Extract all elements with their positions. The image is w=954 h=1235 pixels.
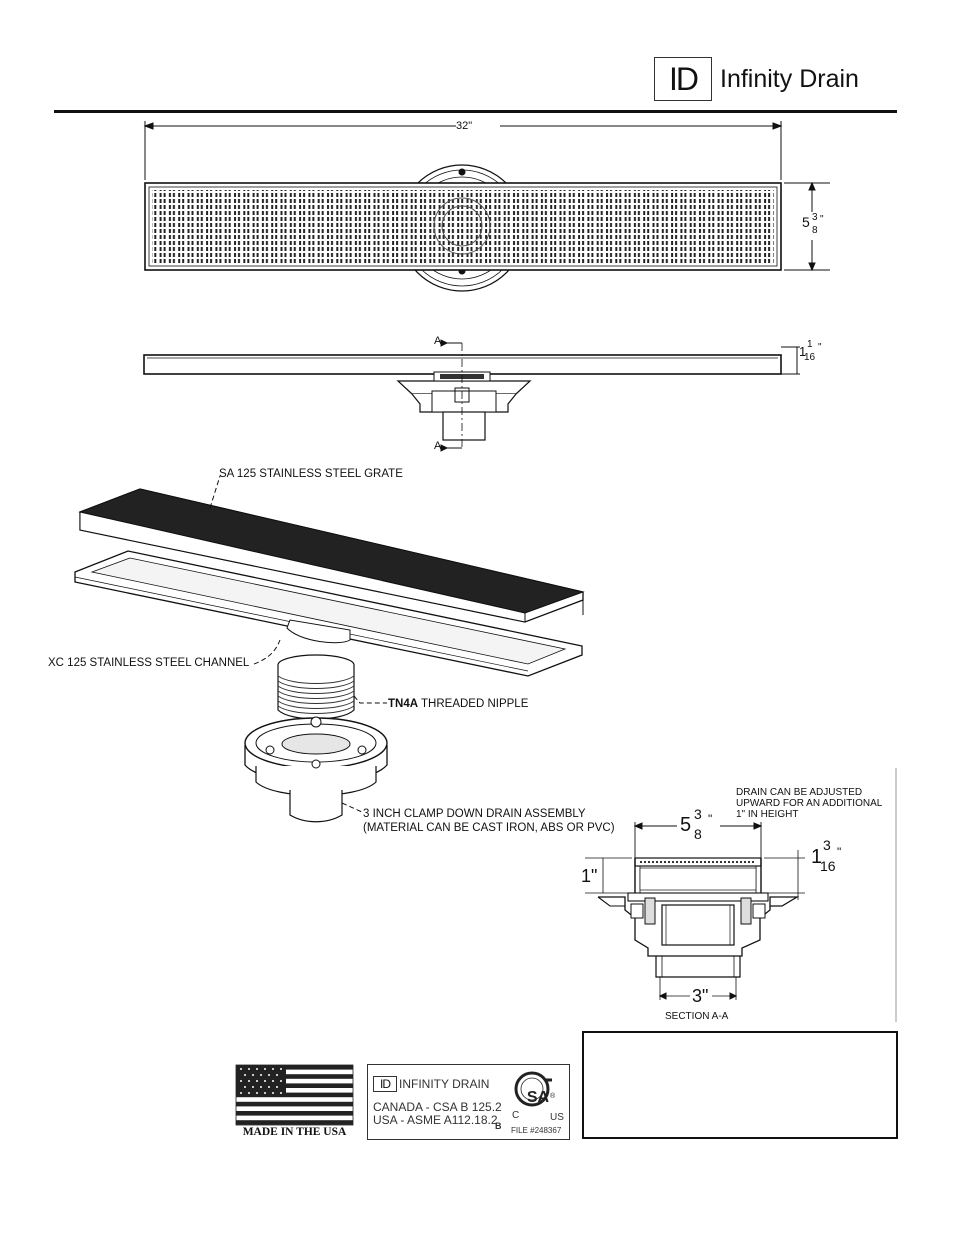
cert-brand: INFINITY DRAIN bbox=[399, 1077, 490, 1091]
section-note-line1: DRAIN CAN BE ADJUSTED bbox=[736, 787, 863, 798]
csa-file-number: FILE #248367 bbox=[511, 1126, 562, 1135]
csa-us-mark: US bbox=[550, 1112, 564, 1123]
header-rule bbox=[54, 110, 897, 113]
usa-flag-icon bbox=[235, 1064, 354, 1126]
section-width-den: 8 bbox=[694, 826, 702, 842]
csa-logo-letters: SA bbox=[527, 1089, 550, 1106]
logo-id-box bbox=[654, 57, 712, 101]
exploded-view bbox=[74, 475, 585, 823]
csa-logo-icon bbox=[514, 1071, 552, 1107]
section-bottom-dim: 3" bbox=[692, 986, 709, 1006]
certification-badge: ID INFINITY DRAIN CANADA - CSA B 125.2 U… bbox=[367, 1064, 570, 1140]
section-a-a-view bbox=[585, 768, 897, 1022]
section-note-line2: UPWARD FOR AN ADDITIONAL bbox=[736, 798, 883, 809]
section-height-inch-mark: " bbox=[837, 845, 842, 859]
section-width-num: 3 bbox=[694, 806, 702, 822]
section-width-inch-mark: " bbox=[708, 812, 713, 826]
section-note-line3: 1" IN HEIGHT bbox=[736, 809, 799, 820]
callout-drain-line2: (MATERIAL CAN BE CAST IRON, ABS OR PVC) bbox=[363, 822, 615, 834]
csa-c-mark: C bbox=[512, 1110, 520, 1121]
dim-length-32: 32" bbox=[456, 120, 473, 132]
dim-width-inch-mark: " bbox=[820, 214, 824, 225]
dim-height-num: 1 bbox=[807, 339, 813, 350]
dim-width-num: 3 bbox=[812, 212, 818, 223]
dim-width-whole: 5 bbox=[802, 214, 810, 230]
top-view bbox=[143, 121, 830, 292]
cert-b-mark: B bbox=[495, 1121, 502, 1131]
section-height-den: 16 bbox=[820, 858, 836, 874]
made-in-usa-label: MADE IN THE USA bbox=[242, 1126, 347, 1138]
dim-width-den: 8 bbox=[812, 225, 818, 236]
cert-usa: USA - ASME A112.18.2 bbox=[373, 1113, 498, 1127]
section-width-whole: 5 bbox=[680, 814, 692, 836]
logo-brand-name: Infinity Drain bbox=[720, 65, 859, 93]
dim-height-inch-mark: " bbox=[818, 342, 822, 353]
callout-drain-line1: 3 INCH CLAMP DOWN DRAIN ASSEMBLY bbox=[363, 808, 586, 820]
side-view bbox=[143, 339, 800, 452]
section-title: SECTION A-A bbox=[665, 1011, 729, 1022]
callout-nipple: TN4A THREADED NIPPLE bbox=[388, 697, 528, 711]
cert-id-mark: ID bbox=[373, 1076, 397, 1092]
callout-nipple-text: THREADED NIPPLE bbox=[418, 698, 529, 710]
section-mark-bottom: A bbox=[434, 440, 442, 452]
callout-channel: XC 125 STAINLESS STEEL CHANNEL bbox=[48, 657, 250, 669]
section-height-whole: 1 bbox=[811, 846, 823, 868]
callout-grate: SA 125 STAINLESS STEEL GRATE bbox=[219, 468, 403, 480]
dim-height-den: 16 bbox=[804, 352, 816, 363]
section-mark-top: A bbox=[434, 335, 442, 347]
section-height-num: 3 bbox=[823, 837, 831, 853]
notes-box bbox=[582, 1031, 898, 1139]
csa-registered-mark: ® bbox=[550, 1092, 556, 1100]
callout-nipple-code: TN4A bbox=[388, 698, 419, 710]
section-left-dim: 1" bbox=[581, 866, 598, 886]
dim-height-whole: 1 bbox=[799, 344, 807, 359]
logo-id-mark: ID bbox=[669, 61, 699, 97]
cert-canada: CANADA - CSA B 125.2 bbox=[373, 1100, 502, 1114]
